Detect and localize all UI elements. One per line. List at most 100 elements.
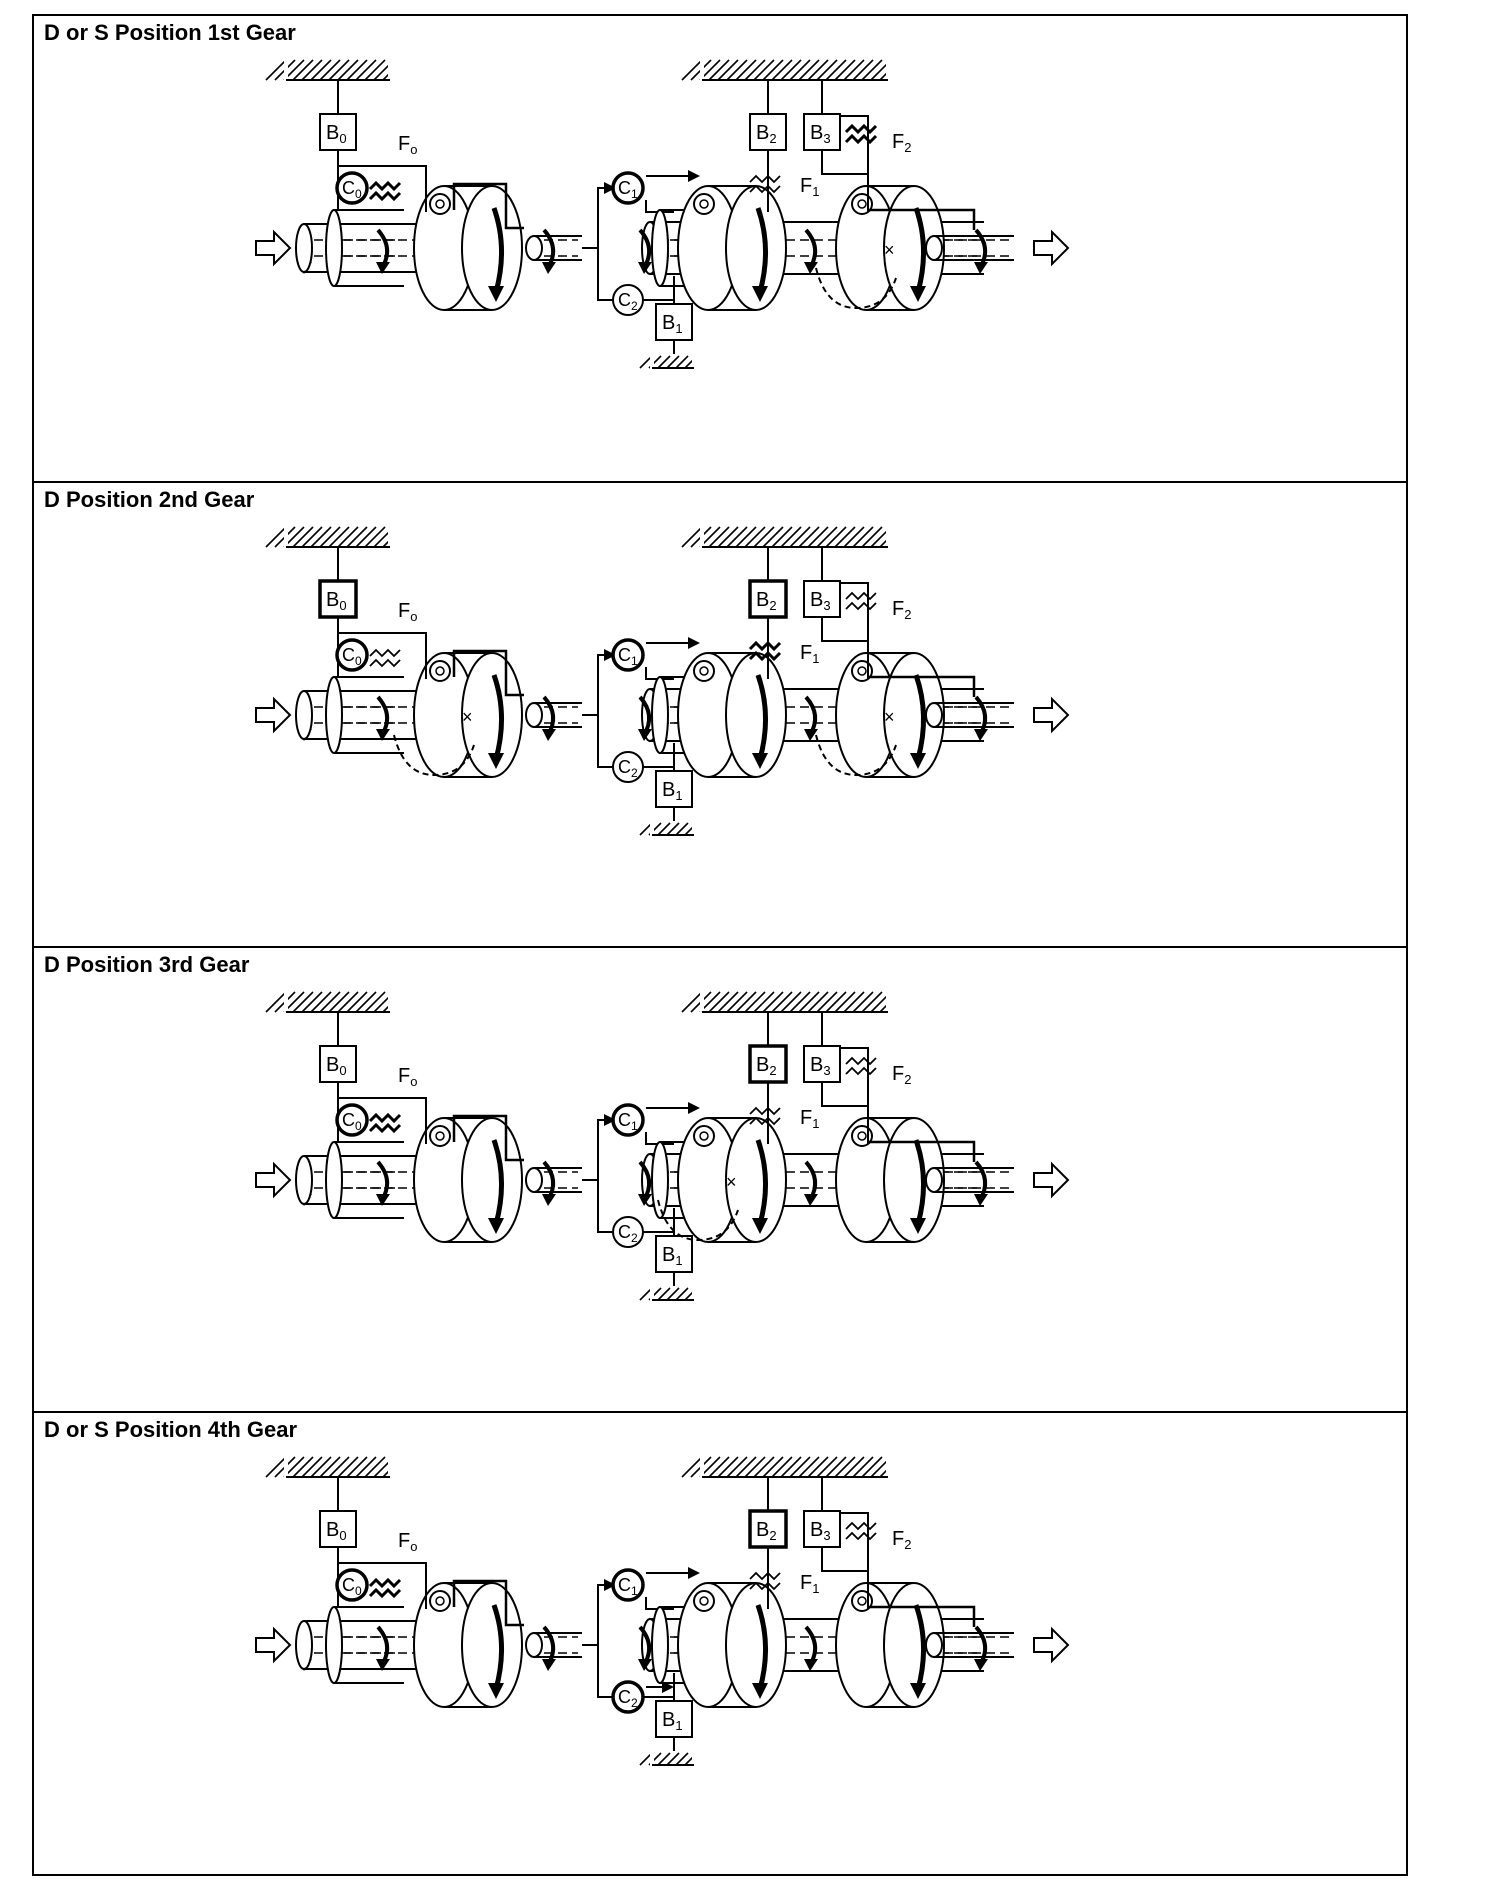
f1-label: F1 xyxy=(800,175,819,199)
hatch-mask xyxy=(692,819,732,839)
ground-hatch xyxy=(681,523,926,551)
f0-one-way-clutch xyxy=(369,648,401,668)
pinion-hub xyxy=(857,1596,867,1606)
hatch-stroke xyxy=(852,59,874,81)
hatch-stroke xyxy=(807,991,829,1013)
input-arrow xyxy=(255,229,292,267)
c2-clutch: C2 xyxy=(612,284,644,316)
input-arrow xyxy=(255,1161,292,1199)
hatch-stroke xyxy=(328,1456,350,1478)
rotation-head xyxy=(974,1194,988,1206)
f1-one-way-clutch xyxy=(749,1571,781,1591)
intermediate-shaft xyxy=(525,1632,582,1658)
connector-line xyxy=(821,1477,869,1609)
connector-line xyxy=(645,667,674,680)
hatch-stroke xyxy=(346,991,368,1013)
hatch-stroke xyxy=(337,59,359,81)
rotation-head xyxy=(804,729,818,741)
c1-clutch: C1 xyxy=(611,171,645,205)
hatch-stroke xyxy=(717,59,739,81)
c0-label: C0 xyxy=(342,1575,362,1598)
c1-flow-arrow xyxy=(604,1579,616,1591)
clutch-circle xyxy=(611,638,645,672)
hidden-gear xyxy=(815,267,897,310)
hatch-stroke xyxy=(861,59,883,81)
shaft-end xyxy=(295,690,313,740)
rotation-head xyxy=(804,262,818,274)
b2-label: B2 xyxy=(756,122,777,146)
ground-hatch xyxy=(265,523,428,551)
hatch-mask xyxy=(692,1284,732,1304)
hatch-stroke xyxy=(789,1456,811,1478)
hatch-stroke xyxy=(807,59,829,81)
hatch-mask xyxy=(886,1453,926,1481)
f0-label: Fo xyxy=(398,133,417,157)
sun-rotation xyxy=(638,695,652,741)
brake-box xyxy=(655,303,693,341)
c1-clutch: C1 xyxy=(611,638,645,672)
ring-rotation-head xyxy=(910,753,926,769)
c1-engage-head xyxy=(688,1102,700,1114)
clutch-circle xyxy=(335,638,369,672)
ring-rotation-head xyxy=(910,1683,926,1699)
hatch-stroke xyxy=(681,1456,703,1478)
hatch-stroke xyxy=(771,1456,793,1478)
connector-line xyxy=(597,715,612,768)
f2-label: F2 xyxy=(892,131,911,155)
connector-line xyxy=(582,654,612,716)
ground-hatch xyxy=(639,1284,732,1304)
f2-one-way-clutch xyxy=(844,123,878,145)
ring-rotation-head xyxy=(752,286,768,302)
connector-line xyxy=(337,165,427,212)
ground-hatch xyxy=(639,352,732,372)
hatch-stroke xyxy=(337,1456,359,1478)
brake-box xyxy=(655,1700,693,1738)
connector-line xyxy=(452,1114,524,1162)
b2-label: B2 xyxy=(756,589,777,613)
rotation-head xyxy=(638,1659,652,1671)
b1-brake: B1 xyxy=(655,770,693,808)
shaft-end xyxy=(925,1167,943,1193)
hatch-stroke xyxy=(319,1456,341,1478)
hatch-stroke xyxy=(825,991,847,1013)
drum-rotation xyxy=(376,1160,390,1206)
hatch-mask xyxy=(886,523,926,551)
intermediate-shaft xyxy=(525,702,582,728)
output-arrow xyxy=(1033,1161,1070,1199)
hidden-gear xyxy=(815,734,897,777)
connector-line xyxy=(645,1597,674,1610)
hatch-stroke xyxy=(355,991,377,1013)
hatch-stroke xyxy=(310,991,332,1013)
connector-line xyxy=(821,80,869,212)
hatch-stroke xyxy=(265,59,287,81)
carrier-rotation xyxy=(804,1625,818,1671)
b0-label: B0 xyxy=(326,589,347,613)
c1-flow-arrow xyxy=(604,1114,616,1126)
connector-line xyxy=(821,547,869,679)
ring-rotation-head xyxy=(752,753,768,769)
panel-title: D Position 2nd Gear xyxy=(44,487,255,512)
pinion-hub xyxy=(699,199,709,209)
hatch-stroke xyxy=(355,526,377,548)
shaft-end xyxy=(651,1141,669,1219)
b3-label: B3 xyxy=(810,1054,831,1078)
hatch-stroke xyxy=(666,355,680,369)
hatch-stroke xyxy=(355,1456,377,1478)
hatch-stroke xyxy=(681,526,703,548)
connector-line xyxy=(597,248,612,301)
hatch-mask xyxy=(284,1453,288,1481)
hatch-stroke xyxy=(780,59,802,81)
rotation-head xyxy=(542,262,556,274)
rear-planetary xyxy=(835,1117,945,1243)
owc-top xyxy=(369,648,401,658)
shaft-end xyxy=(325,209,343,287)
owc-bottom xyxy=(844,133,878,145)
carrier-rotation xyxy=(804,695,818,741)
intermediate-rotation xyxy=(542,1160,556,1206)
owc-bottom xyxy=(845,1066,877,1076)
drum-rotation xyxy=(376,228,390,274)
shaft-end xyxy=(325,676,343,754)
